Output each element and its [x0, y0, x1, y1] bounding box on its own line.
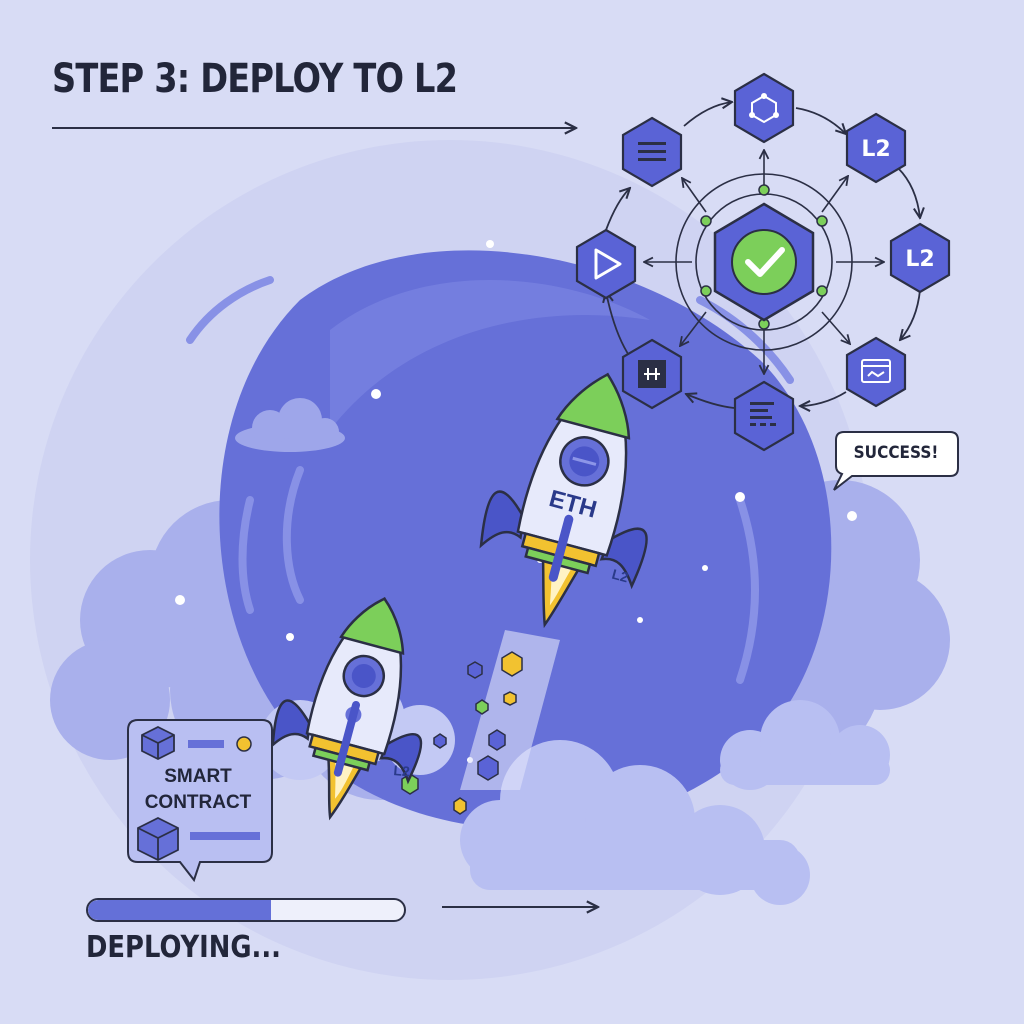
debris [401, 651, 523, 815]
layout-icon [638, 360, 666, 388]
card-line-long [190, 832, 260, 840]
deploy-progress-fill [88, 900, 272, 920]
network-spokes [644, 150, 884, 374]
success-bubble: SUCCESS! [834, 432, 958, 476]
nodes-icon [749, 93, 779, 124]
network-node-top [733, 72, 795, 144]
cube-icon [141, 725, 175, 761]
network-node-bottom-right [845, 336, 907, 408]
check-icon [731, 229, 797, 295]
list-icon [638, 142, 666, 161]
cloud-front-bottom [460, 740, 810, 905]
network-node-l2-b: L2 [889, 222, 951, 294]
page-title: STEP 3: DEPLOY TO L2 [52, 56, 458, 102]
cloud-front-right [720, 700, 890, 790]
main-rocket-fin-label: L2 [610, 566, 630, 586]
stars [175, 240, 857, 763]
card-line [188, 740, 224, 748]
smart-contract-label: SMART CONTRACT [128, 764, 268, 816]
browser-window-icon [861, 359, 891, 383]
rocket-main: ETH L2 [479, 372, 648, 629]
network-node-l2-a: L2 [845, 112, 907, 184]
deploy-status-text: DEPLOYING... [86, 930, 281, 965]
rocket-small: L2 [271, 597, 423, 821]
node-label-l2-b: L2 [905, 247, 934, 272]
card-dot [236, 736, 252, 752]
exhaust-trail [460, 630, 560, 790]
network-node-bottom-left [621, 338, 683, 410]
cloud-small [235, 398, 345, 452]
cube-icon-large [137, 816, 179, 862]
smart-contract-card: SMART CONTRACT [128, 720, 268, 860]
smart-contract-line1: SMART [164, 766, 232, 787]
play-icon [594, 248, 622, 280]
network-node-left [575, 228, 637, 300]
network-dots [700, 184, 828, 330]
success-bubble-shape [833, 431, 959, 491]
deploy-progress-bar [86, 898, 406, 922]
smart-contract-line2: CONTRACT [144, 792, 252, 813]
success-text: SUCCESS! [853, 443, 939, 463]
bars-icon [750, 402, 776, 426]
network-node-top-left [621, 116, 683, 188]
small-rocket-fin-label: L2 [393, 762, 411, 779]
node-label-l2-a: L2 [861, 137, 890, 162]
network-diagram: L2 L2 [575, 72, 951, 452]
planet-highlight [330, 280, 650, 430]
network-node-bottom [733, 380, 795, 452]
